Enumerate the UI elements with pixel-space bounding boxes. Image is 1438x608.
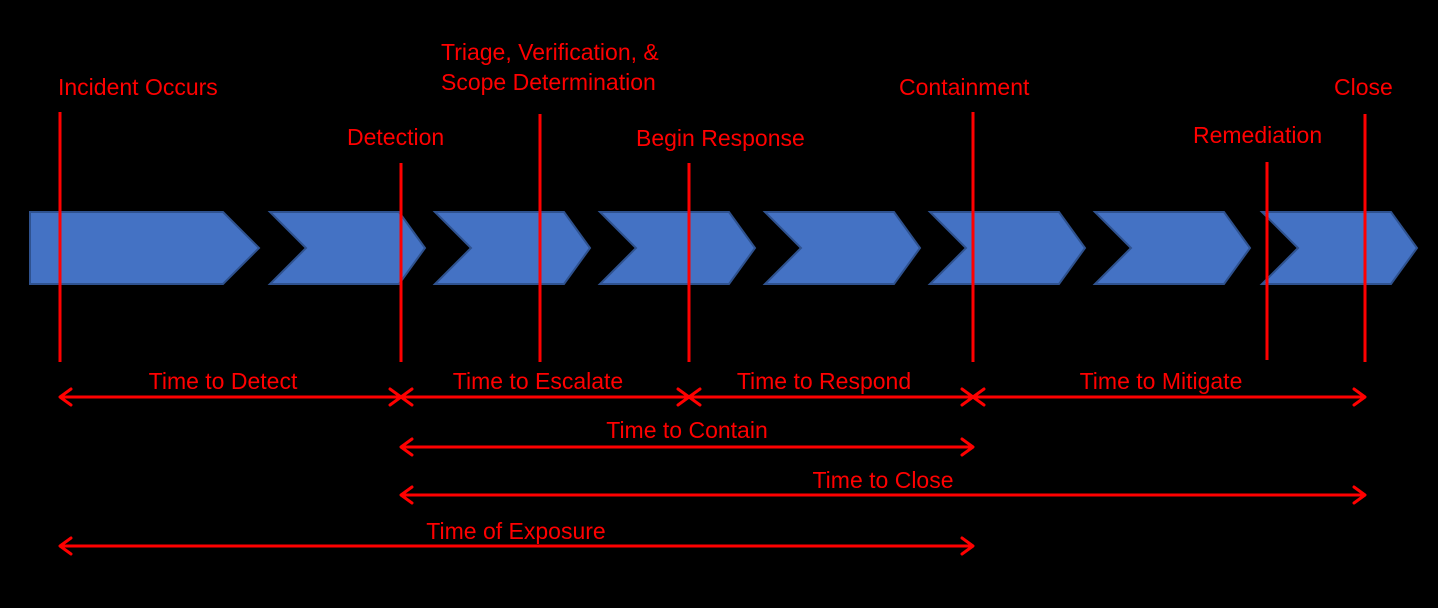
time-to-mitigate-left-arrowhead: [971, 387, 986, 407]
detection-label: Detection: [347, 124, 444, 150]
interval-arrows: Time to Detect Time to Escalate Time to Re…: [58, 368, 1367, 556]
time-to-close-right-arrowhead: [1352, 485, 1367, 505]
time-to-escalate-label: Time to Escalate: [453, 368, 623, 394]
time-of-exposure-label: Time of Exposure: [426, 518, 605, 544]
time-to-respond-arrow: Time to Respond: [687, 368, 975, 407]
time-to-mitigate-label: Time to Mitigate: [1080, 368, 1243, 394]
time-to-escalate-arrow: Time to Escalate: [399, 368, 691, 407]
time-to-contain-arrow: Time to Contain: [399, 417, 975, 457]
chevron-arrow-2: [267, 211, 427, 285]
incident-occurs-label: Incident Occurs: [58, 74, 218, 100]
chevron-arrow-5: [762, 211, 922, 285]
time-to-close-label: Time to Close: [812, 467, 953, 493]
milestone-markers: [58, 112, 1367, 362]
time-of-exposure-left-arrowhead: [58, 536, 73, 556]
time-to-respond-label: Time to Respond: [737, 368, 911, 394]
time-to-close-arrow: Time to Close: [399, 467, 1367, 505]
chevron-arrow-4: [597, 211, 757, 285]
process-chevrons: [29, 211, 1419, 285]
time-to-detect-arrow: Time to Detect: [58, 368, 403, 407]
containment-label: Containment: [899, 74, 1030, 100]
close-label: Close: [1334, 74, 1393, 100]
triage-label: Triage, Verification, &Scope Determinati…: [441, 39, 659, 95]
time-to-contain-right-arrowhead: [960, 437, 975, 457]
time-to-detect-label: Time to Detect: [149, 368, 298, 394]
chevron-arrow-3: [432, 211, 592, 285]
chevron-arrow-1: [29, 211, 261, 285]
time-to-escalate-left-arrowhead: [399, 387, 414, 407]
chevron-arrow-7: [1092, 211, 1252, 285]
chevron-arrow-8: [1259, 211, 1419, 285]
time-to-mitigate-arrow: Time to Mitigate: [971, 368, 1367, 407]
time-to-close-left-arrowhead: [399, 485, 414, 505]
time-to-contain-label: Time to Contain: [606, 417, 768, 443]
chevron-arrow-6: [927, 211, 1087, 285]
time-of-exposure-arrow: Time of Exposure: [58, 518, 975, 556]
time-of-exposure-right-arrowhead: [960, 536, 975, 556]
begin-response-label: Begin Response: [636, 125, 805, 151]
time-to-mitigate-right-arrowhead: [1352, 387, 1367, 407]
remediation-label: Remediation: [1193, 122, 1322, 148]
time-to-detect-left-arrowhead: [58, 387, 73, 407]
time-to-contain-left-arrowhead: [399, 437, 414, 457]
time-to-respond-left-arrowhead: [687, 387, 702, 407]
